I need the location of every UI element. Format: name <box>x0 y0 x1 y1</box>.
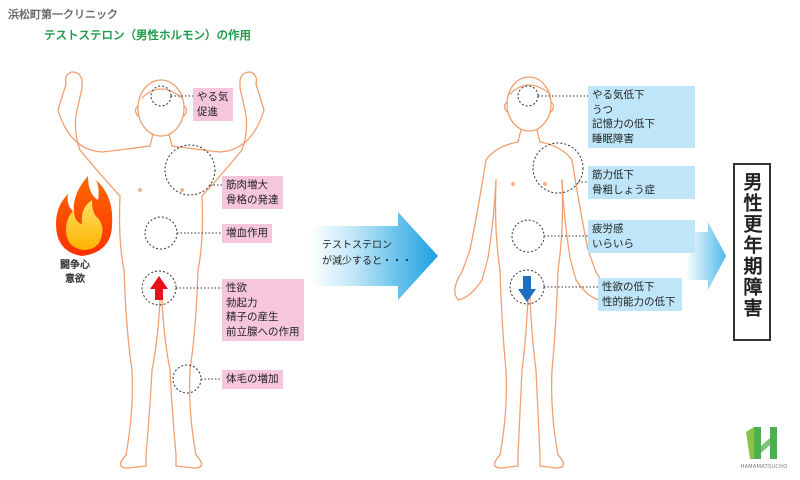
label-muscle-decline: 筋力低下 骨粗しょう症 <box>588 166 695 199</box>
arrow-up-icon <box>150 276 168 300</box>
right-leader-lines <box>538 95 598 288</box>
arrow-caption-line: が減少すると・・・ <box>322 256 412 267</box>
label-line: 骨粗しょう症 <box>592 183 655 196</box>
result-text: 男性更年期障害 <box>740 172 763 319</box>
label-line: 記憶力の低下 <box>592 118 655 130</box>
page-title: テストステロン（男性ホルモン）の作用 <box>44 28 251 42</box>
right-focus-circles <box>509 85 584 305</box>
label-sexual-decline: 性欲の低下 性的能力の低下 <box>598 278 682 311</box>
fire-label-line: 闘争心 <box>60 260 90 271</box>
label-line: 疲労感 <box>592 223 624 235</box>
label-line: 増血作用 <box>226 227 268 239</box>
label-muscle-growth: 筋肉増大 骨格の発達 <box>222 176 283 209</box>
arrow-caption: テストステロン が減少すると・・・ <box>322 238 412 270</box>
label-motivation-boost: やる気 促進 <box>193 88 233 121</box>
result-arrow-icon <box>686 222 726 290</box>
label-fatigue: 疲労感 いらいら <box>588 220 695 253</box>
label-line: 筋力低下 <box>592 169 634 181</box>
label-body-hair: 体毛の増加 <box>222 370 283 389</box>
logo-mark-icon <box>746 427 777 459</box>
fire-label: 闘争心 意欲 <box>60 259 90 287</box>
label-line: 体毛の増加 <box>226 373 279 385</box>
label-line: 性欲の低下 <box>602 281 655 293</box>
right-body-figure <box>454 76 604 469</box>
label-line: 骨格の発達 <box>226 193 279 206</box>
label-line: やる気 <box>197 91 229 103</box>
left-focus-circles <box>141 85 216 394</box>
label-line: 促進 <box>197 105 218 118</box>
left-leader-lines <box>171 95 222 380</box>
arrow-right-icon <box>310 212 438 300</box>
logo-text: HAMAMATSUCHO <box>740 464 788 470</box>
clinic-logo: HAMAMATSUCHO <box>736 424 792 472</box>
arrow-down-icon <box>518 276 536 302</box>
arrow-caption-line: テストステロン <box>322 240 392 251</box>
label-line: 性欲 <box>226 282 247 294</box>
label-line: 筋肉増大 <box>226 179 268 191</box>
label-line: 性的能力の低下 <box>602 295 676 308</box>
clinic-name: 浜松町第一クリニック <box>8 8 118 21</box>
fire-icon <box>56 176 113 256</box>
result-box: 男性更年期障害 <box>733 163 771 341</box>
label-line: 勃起力 <box>226 296 258 309</box>
label-motivation-decline: やる気低下 うつ 記憶力の低下 睡眠障害 <box>588 86 695 148</box>
label-line: 前立腺への作用 <box>226 325 300 338</box>
label-blood-production: 増血作用 <box>222 224 272 243</box>
label-line: 精子の産生 <box>226 311 279 323</box>
fire-label-line: 意欲 <box>65 274 85 285</box>
label-line: いらいら <box>592 237 634 250</box>
label-line: うつ <box>592 103 613 116</box>
label-line: 睡眠障害 <box>592 132 634 145</box>
label-sexual-function: 性欲 勃起力 精子の産生 前立腺への作用 <box>222 279 304 341</box>
label-line: やる気低下 <box>592 89 645 101</box>
left-body-figure <box>57 71 265 469</box>
